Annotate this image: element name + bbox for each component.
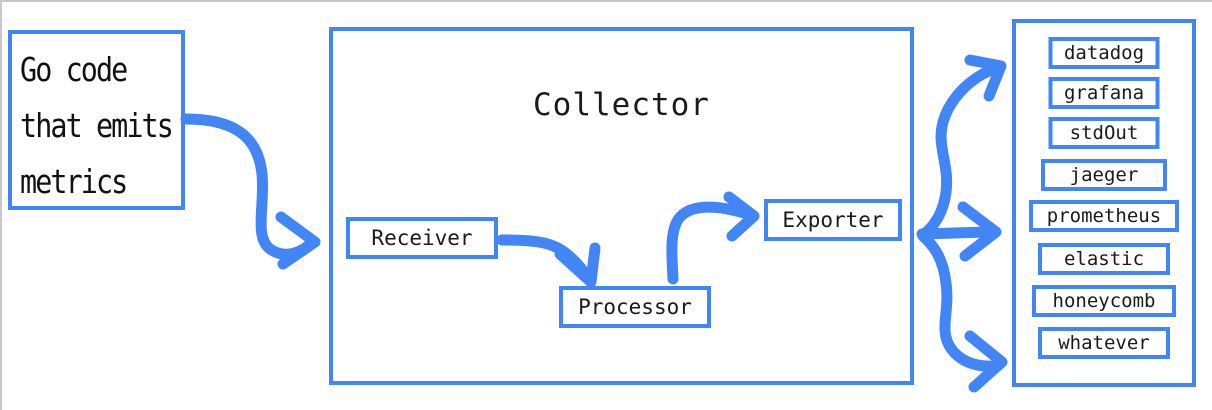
destination-box-grafana[interactable]: grafana (1048, 77, 1160, 109)
destination-label: grafana (1063, 82, 1145, 104)
destination-box-honeycomb[interactable]: honeycomb (1032, 285, 1176, 317)
receiver-box[interactable]: Receiver (346, 217, 498, 259)
destination-label: prometheus (1046, 205, 1162, 227)
destination-label: honeycomb (1052, 290, 1156, 312)
destination-box-whatever[interactable]: whatever (1038, 327, 1170, 359)
destination-box-elastic[interactable]: elastic (1038, 243, 1170, 275)
source-to-receiver-arrow (180, 113, 321, 270)
source-line-2: that emits (20, 106, 174, 145)
destination-label: whatever (1058, 332, 1150, 354)
destination-box-datadog[interactable]: datadog (1048, 37, 1160, 69)
exporter-fanout-middle-arrow (916, 201, 1002, 262)
destination-label: datadog (1063, 42, 1145, 64)
exporter-label: Exporter (782, 208, 884, 232)
source-line-1: Go code (20, 50, 128, 89)
processor-label: Processor (578, 295, 692, 319)
go-code-source-box[interactable]: Go code that emits metrics (8, 30, 185, 210)
exporter-fanout-down-arrow (917, 230, 1008, 393)
exporter-box[interactable]: Exporter (764, 199, 902, 241)
receiver-label: Receiver (371, 226, 473, 250)
collector-title: Collector (533, 87, 710, 123)
destination-box-prometheus[interactable]: prometheus (1029, 200, 1179, 232)
destination-label: jaeger (1069, 164, 1139, 186)
source-line-3: metrics (20, 162, 128, 201)
destination-box-jaeger[interactable]: jaeger (1041, 159, 1167, 191)
processor-box[interactable]: Processor (559, 286, 711, 328)
destination-label: elastic (1063, 248, 1145, 270)
destination-box-stdOut[interactable]: stdOut (1048, 117, 1160, 149)
exporter-fanout-up-arrow (917, 54, 1007, 241)
destinations-panel: datadog grafana stdOut jaeger prometheus elas… (1012, 19, 1196, 387)
destination-label: stdOut (1069, 122, 1139, 144)
